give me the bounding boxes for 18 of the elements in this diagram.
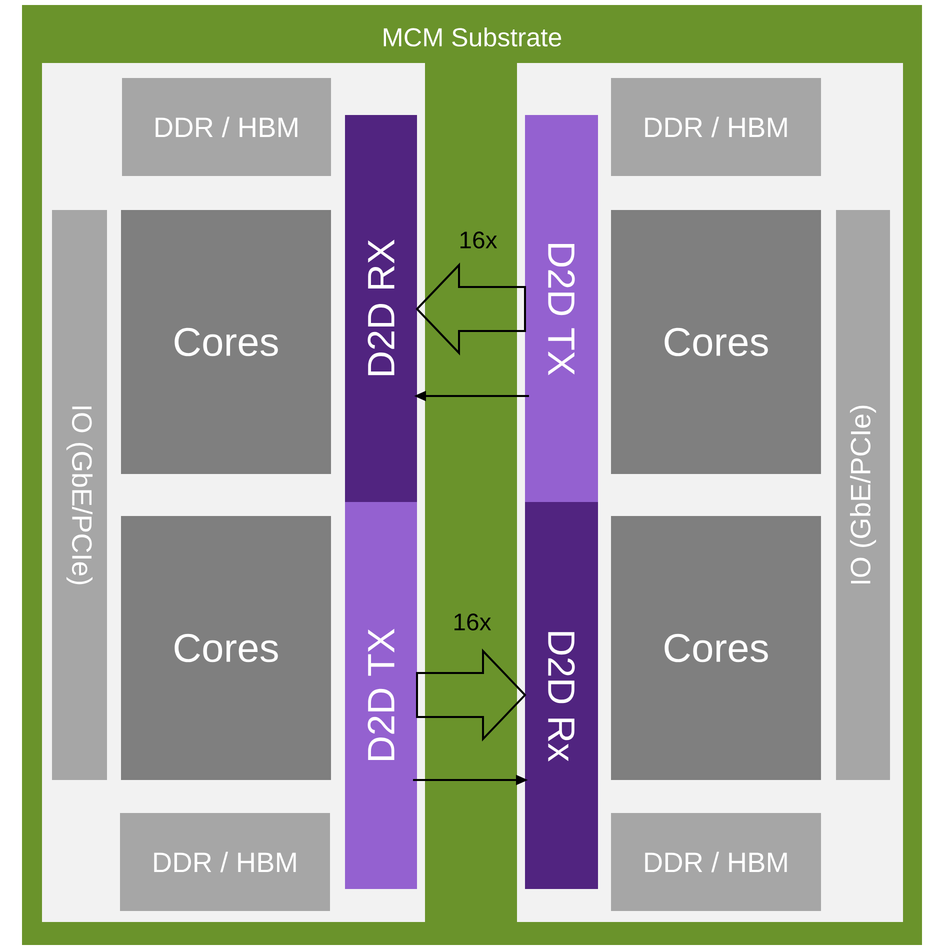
block-arrow (416, 262, 526, 356)
cores-box: Cores (121, 516, 331, 780)
cores-box: Cores (121, 210, 331, 474)
io-bar: IO (GbE/PCIe) (52, 210, 107, 780)
d2d-bar: D2D TX (345, 502, 417, 889)
memory-box: DDR / HBM (611, 813, 821, 911)
edge-label: 16x (458, 230, 498, 250)
memory-box: DDR / HBM (611, 78, 821, 176)
edge-label: 16x (452, 612, 492, 632)
io-bar: IO (GbE/PCIe) (836, 210, 890, 780)
cores-box: Cores (611, 210, 821, 474)
d2d-bar: D2D Rx (525, 502, 598, 889)
d2d-bar: D2D TX (525, 115, 598, 502)
block-arrow (416, 648, 526, 742)
cores-box: Cores (611, 516, 821, 780)
memory-box: DDR / HBM (122, 78, 331, 176)
memory-box: DDR / HBM (120, 813, 330, 911)
d2d-bar: D2D RX (345, 115, 417, 502)
